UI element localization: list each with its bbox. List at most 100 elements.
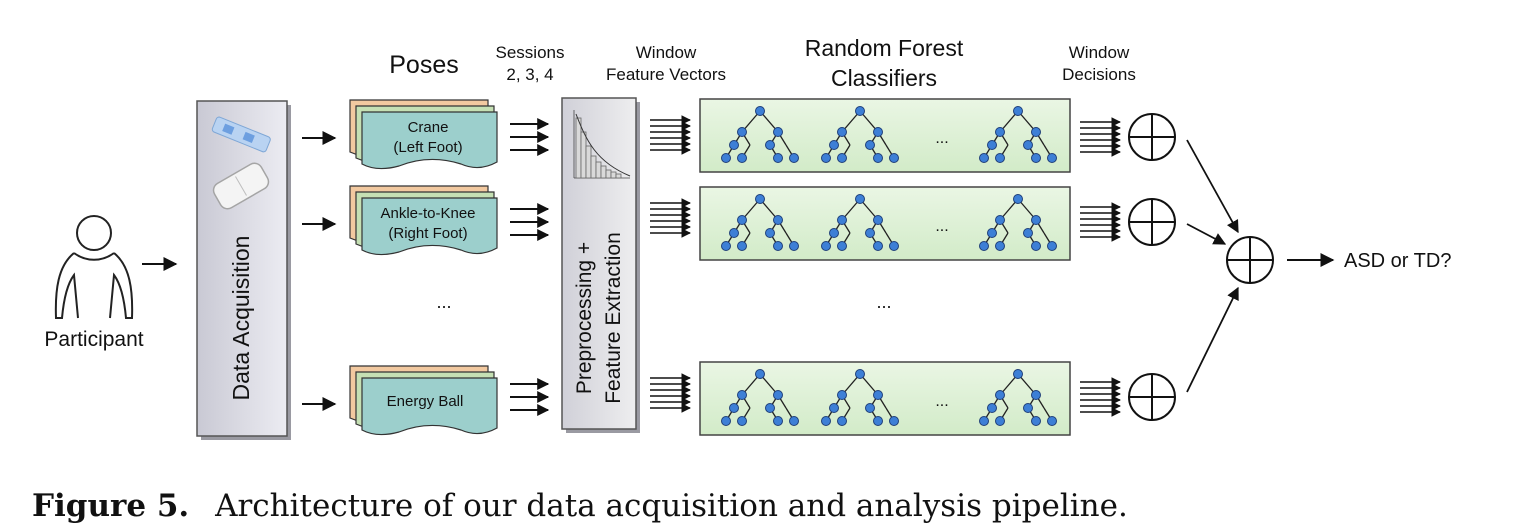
tree-node [821,416,831,426]
tree-node [737,416,747,426]
tree-node [729,403,739,413]
pose-card-energy-ball: Energy Ball [349,365,498,436]
tree-node [1023,228,1033,238]
tree-node [737,390,747,400]
acquisition-label: Data Acquisition [228,236,254,401]
tree-node [837,416,847,426]
tree-node [855,194,865,204]
tree-node [1023,403,1033,413]
tree-node [773,390,783,400]
preprocessing-box: Preprocessing + Feature Extraction [561,97,640,433]
tree-node [737,215,747,225]
pose-card-crane: Crane (Left Foot) [349,99,498,170]
tree-node [873,215,883,225]
tree-node [1047,416,1057,426]
header-decisions-line1: Window [1069,43,1130,62]
header-window-fv-line1: Window [636,43,697,62]
tree-node [737,153,747,163]
tree-icon [979,194,1057,251]
pose-label-crane-line1: Crane [408,119,449,136]
tree-node [773,215,783,225]
tree-node [865,140,875,150]
figure-caption: Figure 5. Architecture of our data acqui… [32,486,1432,526]
header-sessions-line2: 2, 3, 4 [506,65,553,84]
tree-node [1047,241,1057,251]
tree-node [873,390,883,400]
tree-node [789,241,799,251]
session-arrows [510,118,550,416]
tree-node [889,416,899,426]
tree-node [721,153,731,163]
tree-icon [979,369,1057,426]
tree-node [721,416,731,426]
tree-node [789,416,799,426]
tree-node [889,241,899,251]
tree-node [1047,153,1057,163]
tree-node [773,416,783,426]
pose-label-ankle-line2: (Right Foot) [388,225,467,242]
tree-node [1031,241,1041,251]
tree-node [765,403,775,413]
tree-node [829,140,839,150]
tree-node [889,153,899,163]
tree-node [755,106,765,116]
tree-node [979,416,989,426]
tree-icon [721,194,799,251]
tree-icon [821,194,899,251]
tree-node [1023,140,1033,150]
tree-node [755,369,765,379]
arrow-sum3-to-final [1186,286,1239,393]
decision-arrows [1080,117,1121,417]
output-label: ASD or TD? [1344,250,1451,272]
tree-node [855,106,865,116]
header-poses: Poses [389,51,458,79]
tree-node [987,403,997,413]
tree-node [995,241,1005,251]
classifier-ellipsis: ... [876,292,891,312]
participant-label: Participant [44,328,143,351]
tree-node [729,140,739,150]
tree-node [1031,390,1041,400]
tree-node [873,153,883,163]
tree-node [765,228,775,238]
tree-node [721,241,731,251]
tree-node [821,241,831,251]
sum-icon [1128,113,1176,161]
sum-icon [1226,236,1274,284]
tree-node [1031,416,1041,426]
tree-icon [821,106,899,163]
tree-icon [721,106,799,163]
tree-node [987,228,997,238]
tree-node [1013,194,1023,204]
caption-label: Figure 5. [32,488,190,524]
tree-node [729,228,739,238]
tree-node [1031,215,1041,225]
tree-node [737,127,747,137]
sum-icon [1128,373,1176,421]
tree-node [755,194,765,204]
balance-board-icon [212,162,270,210]
processing-label-line2: Feature Extraction [602,232,625,404]
pipeline-diagram: Poses Sessions 2, 3, 4 Window Feature Ve… [44,35,1451,440]
header-decisions-line2: Decisions [1062,65,1136,84]
tree-node [995,215,1005,225]
tree-node [829,228,839,238]
tree-node [979,153,989,163]
header-rf-line1: Random Forest [805,35,964,61]
processing-label-line1: Preprocessing + [573,242,596,394]
tree-icon [721,369,799,426]
tree-node [855,369,865,379]
data-acquisition-box: Data Acquisition [196,100,291,440]
tree-node [737,241,747,251]
sum-icon [1128,198,1176,246]
tree-node [987,140,997,150]
tree-node [773,127,783,137]
tree-ellipsis-1: ... [935,130,948,147]
tree-node [979,241,989,251]
pose-label-crane-line2: (Left Foot) [393,139,462,156]
caption-text: Architecture of our data acquisition and… [215,488,1128,524]
tree-ellipsis-2: ... [935,218,948,235]
tree-node [995,416,1005,426]
pose-label-energy-ball: Energy Ball [387,393,464,410]
